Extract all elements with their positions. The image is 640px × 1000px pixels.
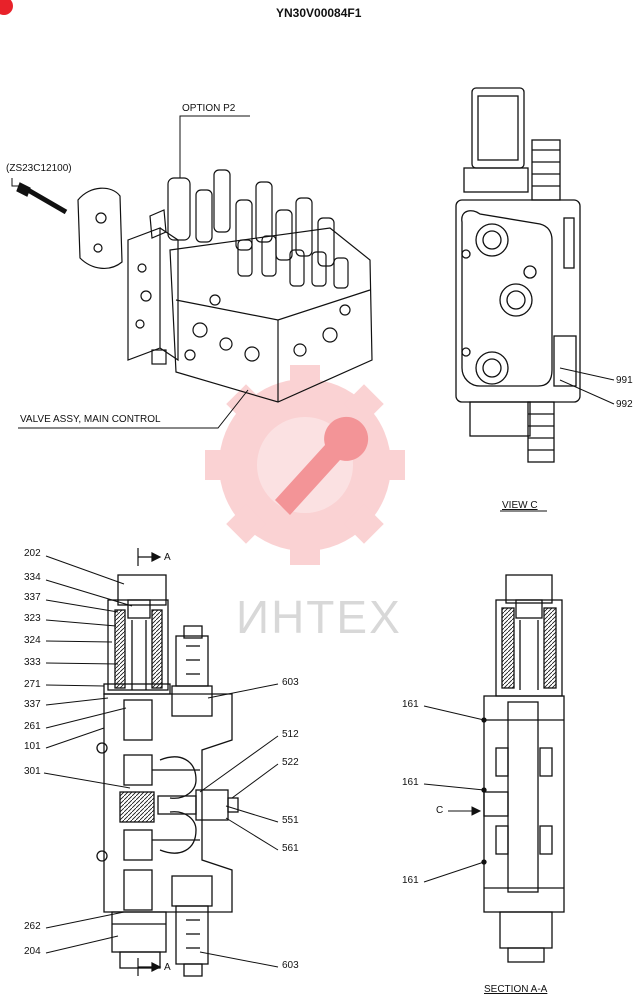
part-number: 301 bbox=[24, 766, 41, 777]
section-marker-a-bottom: A bbox=[164, 962, 171, 973]
document-code: YN30V00084F1 bbox=[276, 6, 362, 20]
part-number: 337 bbox=[24, 592, 41, 603]
part-number: 204 bbox=[24, 946, 41, 957]
part-number: 161 bbox=[402, 777, 419, 788]
corner-logo-icon bbox=[0, 0, 13, 15]
part-number: 561 bbox=[282, 843, 299, 854]
valve-assy-isometric bbox=[16, 169, 373, 403]
part-number: 603 bbox=[282, 960, 299, 971]
watermark-gear-icon bbox=[205, 365, 405, 565]
part-number: 161 bbox=[402, 875, 419, 886]
part-number: 323 bbox=[24, 613, 41, 624]
callout-section-aa: SECTION A-A bbox=[484, 984, 548, 995]
callout-option-p2: OPTION P2 bbox=[182, 103, 236, 114]
view-marker-c: C bbox=[436, 805, 444, 816]
part-number: 992 bbox=[616, 399, 633, 410]
watermark-wrench-icon bbox=[257, 416, 369, 515]
leader-lines-view-c bbox=[500, 367, 615, 512]
leader-lines-iso bbox=[11, 115, 250, 429]
part-number: 261 bbox=[24, 721, 41, 732]
part-number: 512 bbox=[282, 729, 299, 740]
part-number: 522 bbox=[282, 757, 299, 768]
part-number: 324 bbox=[24, 635, 41, 646]
section-arrows-a bbox=[137, 548, 162, 976]
part-number: 334 bbox=[24, 572, 41, 583]
leader-lines-section-aa bbox=[423, 705, 485, 883]
section-marker-a-top: A bbox=[164, 552, 171, 563]
part-number: 603 bbox=[282, 677, 299, 688]
part-number: 101 bbox=[24, 741, 41, 752]
section-aa-drawing bbox=[481, 574, 565, 963]
part-number: 271 bbox=[24, 679, 41, 690]
part-number: 333 bbox=[24, 657, 41, 668]
view-c-drawing bbox=[455, 87, 581, 463]
part-number: 161 bbox=[402, 699, 419, 710]
leader-lines-left bbox=[43, 555, 279, 968]
callout-bolt-part: (ZS23C12100) bbox=[6, 163, 72, 174]
part-number: 262 bbox=[24, 921, 41, 932]
part-number: 202 bbox=[24, 548, 41, 559]
callout-valve-assy: VALVE ASSY, MAIN CONTROL bbox=[20, 414, 161, 425]
watermark-text: ИНТЕХ bbox=[236, 591, 402, 643]
section-drawing-left bbox=[96, 574, 239, 977]
part-number: 991 bbox=[616, 375, 633, 386]
part-number: 551 bbox=[282, 815, 299, 826]
callout-view-c: VIEW C bbox=[502, 500, 538, 511]
part-number: 337 bbox=[24, 699, 41, 710]
